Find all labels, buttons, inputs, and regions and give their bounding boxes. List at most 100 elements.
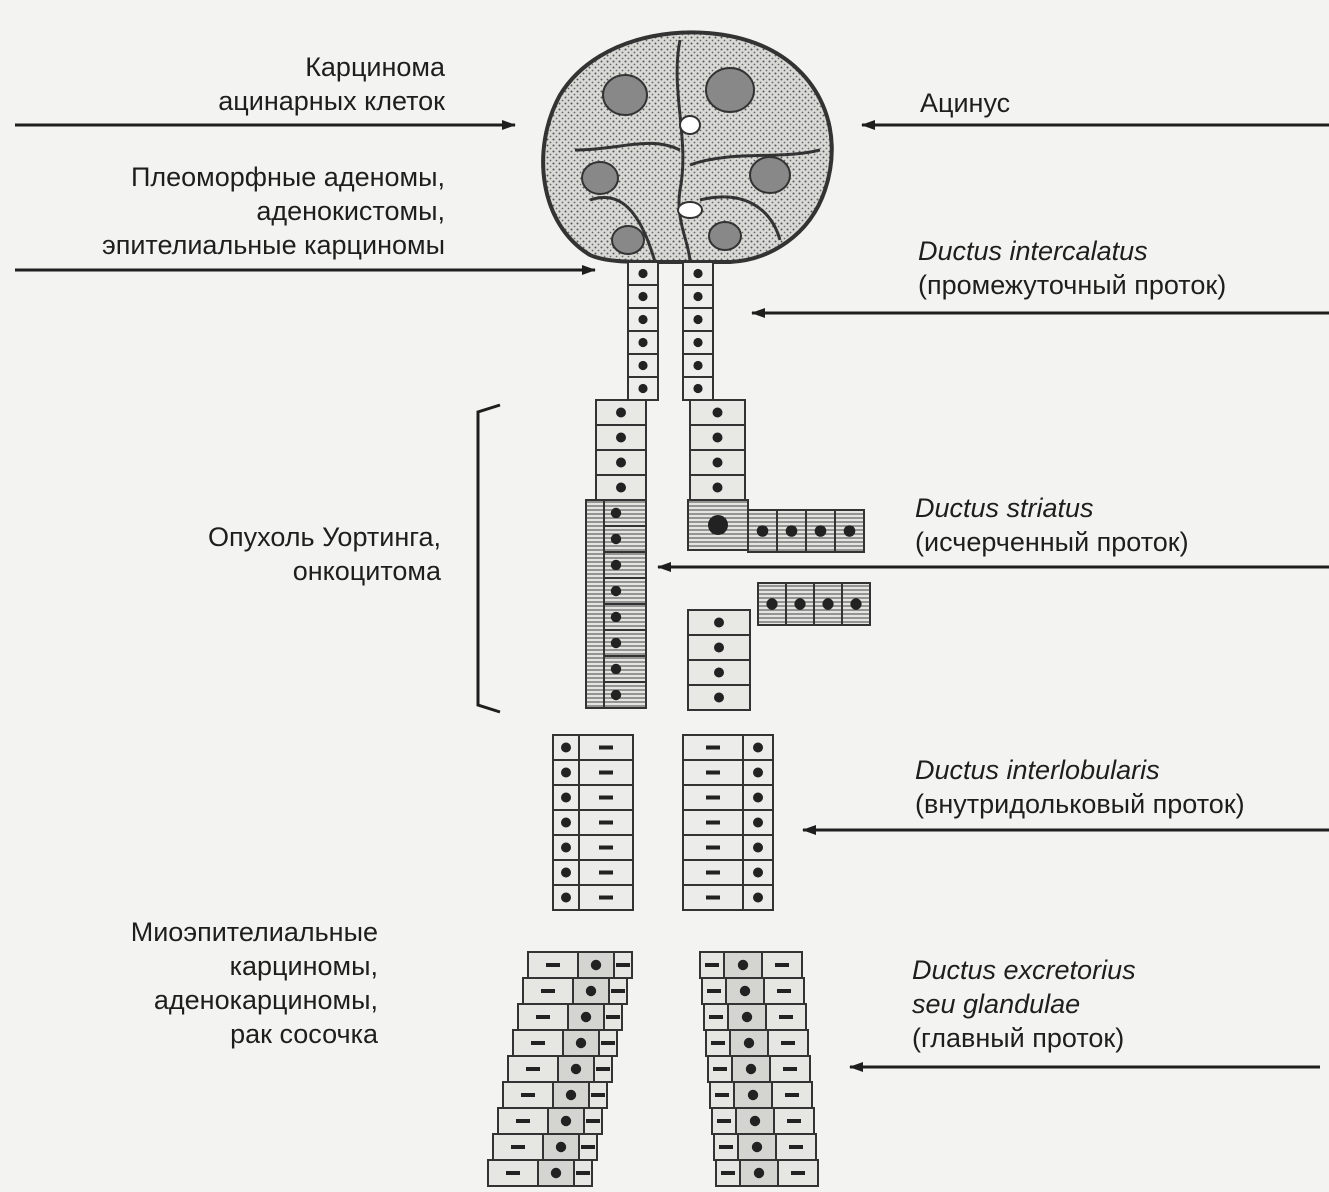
cell-nucleus (638, 315, 647, 324)
cell-nucleus (693, 338, 702, 347)
cell-nucleus (611, 664, 621, 674)
cell-nucleus (606, 1015, 620, 1019)
label-latin: seu glandulae (912, 987, 1136, 1021)
cell-nucleus (713, 433, 723, 443)
cell-nucleus (599, 771, 613, 775)
cell-nucleus (576, 1038, 586, 1048)
cell-nucleus (717, 1119, 731, 1123)
cell-nucleus (779, 1015, 793, 1019)
label-line: рак сосочка (131, 1017, 378, 1051)
duct-cell-walls (488, 262, 870, 1186)
cell-nucleus (616, 963, 630, 967)
cell-nucleus (707, 989, 721, 993)
cell-nucleus (706, 846, 720, 850)
cell-nucleus (844, 525, 856, 537)
cell-nucleus (713, 408, 723, 418)
cell-nucleus (777, 989, 791, 993)
label-latin: Ductus interlobularis (915, 753, 1245, 787)
cell-nucleus (511, 1145, 525, 1149)
cell-nucleus (709, 1015, 723, 1019)
cell-nucleus (786, 525, 798, 537)
cell-nucleus (738, 960, 748, 970)
cell-nucleus (581, 1012, 591, 1022)
cell-nucleus (783, 1067, 797, 1071)
cell-nucleus (571, 1064, 581, 1074)
cell-nucleus (706, 871, 720, 875)
cell-nucleus (599, 746, 613, 750)
cell-nucleus (561, 768, 571, 778)
cell-nucleus (611, 560, 621, 570)
label-russian: (главный проток) (912, 1021, 1136, 1055)
cell-nucleus (706, 746, 720, 750)
cell-nucleus (750, 1116, 760, 1126)
label-line: аденокистомы, (102, 194, 445, 228)
cell-nucleus (599, 871, 613, 875)
cell-nucleus (746, 1064, 756, 1074)
cell-nucleus (721, 1171, 735, 1175)
label-line: Опухоль Уортинга, (208, 520, 441, 554)
cell-nucleus (546, 963, 560, 967)
label-russian: (промежуточный проток) (918, 268, 1226, 302)
cell-nucleus (753, 893, 763, 903)
label-pleomorphic: Плеоморфные аденомы, аденокистомы, эпите… (102, 160, 445, 262)
cell-nucleus (566, 1090, 576, 1100)
cell-nucleus (748, 1090, 758, 1100)
cell-nucleus (714, 668, 724, 678)
label-line: Карцинома (218, 50, 445, 84)
acinus-shape (543, 32, 832, 262)
cell-nucleus (611, 508, 621, 518)
cell-nucleus (611, 690, 621, 700)
label-interlobularis: Ductus interlobularis (внутридольковый п… (915, 753, 1245, 821)
label-line: ацинарных клеток (218, 84, 445, 118)
cell-nucleus (711, 1041, 725, 1045)
label-line: Плеоморфные аденомы, (102, 160, 445, 194)
cell-nucleus (693, 361, 702, 370)
cell-nucleus (787, 1119, 801, 1123)
cell-nucleus (561, 893, 571, 903)
cell-nucleus (586, 986, 596, 996)
cell-nucleus (713, 483, 723, 493)
cell-nucleus (789, 1145, 803, 1149)
label-russian: (внутридольковый проток) (915, 787, 1245, 821)
cell-nucleus (561, 818, 571, 828)
cell-nucleus (714, 693, 724, 703)
cell-nucleus (850, 598, 861, 609)
cell-nucleus (551, 1168, 561, 1178)
warthin-bracket (478, 405, 500, 712)
cell-nucleus (638, 338, 647, 347)
label-line: Миоэпителиальные (131, 915, 378, 949)
cell-nucleus (719, 1145, 733, 1149)
cell-nucleus (753, 868, 763, 878)
cell-nucleus (611, 612, 621, 622)
cell-nucleus (714, 643, 724, 653)
cell-nucleus (638, 384, 647, 393)
cell-nucleus (599, 846, 613, 850)
cell-nucleus (611, 989, 625, 993)
label-intercalatus: Ductus intercalatus (промежуточный прото… (918, 234, 1226, 302)
cell-nucleus (616, 408, 626, 418)
cell-nucleus (599, 796, 613, 800)
label-striatus: Ductus striatus (исчерченный проток) (915, 491, 1189, 559)
cell-nucleus (556, 1142, 566, 1152)
cell-nucleus (591, 960, 601, 970)
cell-nucleus (706, 771, 720, 775)
cell-nucleus (781, 1041, 795, 1045)
cell-nucleus (815, 525, 827, 537)
cell-nucleus (766, 598, 777, 609)
cell-nucleus (708, 515, 728, 535)
cell-nucleus (536, 1015, 550, 1019)
label-line: эпителиальные карциномы (102, 228, 445, 262)
cell-nucleus (752, 1142, 762, 1152)
cell-nucleus (591, 1093, 605, 1097)
cell-nucleus (794, 598, 805, 609)
cell-nucleus (744, 1038, 754, 1048)
cell-nucleus (740, 986, 750, 996)
cell-nucleus (616, 433, 626, 443)
cell-nucleus (822, 598, 833, 609)
label-myoepithelial: Миоэпителиальные карциномы, аденокарцино… (131, 915, 378, 1051)
label-acinar-carcinoma: Карцинома ацинарных клеток (218, 50, 445, 118)
cell-nucleus (599, 896, 613, 900)
cell-nucleus (638, 361, 647, 370)
cell-nucleus (611, 586, 621, 596)
cell-nucleus (616, 458, 626, 468)
